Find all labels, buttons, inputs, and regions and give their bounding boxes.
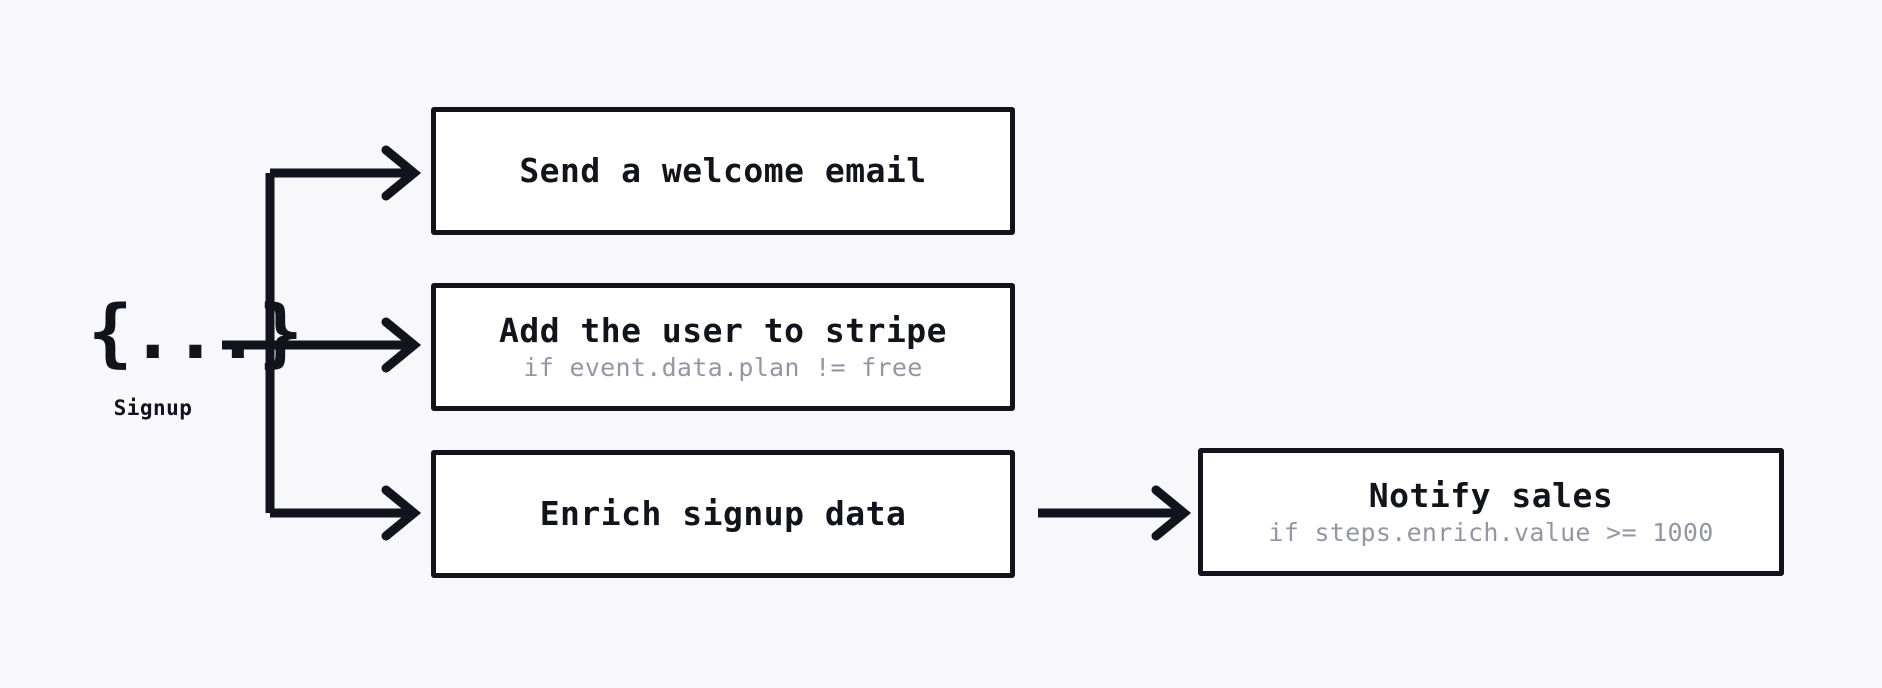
trigger-node[interactable]: {...} Signup (88, 290, 303, 420)
json-event-icon: {...} (88, 290, 303, 376)
step-title: Add the user to stripe (498, 310, 948, 350)
arrowhead-enrich (381, 485, 422, 541)
arrowhead-welcome (381, 145, 422, 201)
step-node-enrich-signup-data[interactable]: Enrich signup data (431, 450, 1015, 578)
arrowhead-stripe (381, 317, 422, 373)
step-title: Notify sales (1368, 475, 1614, 515)
trigger-label: Signup (113, 396, 193, 420)
step-node-notify-sales[interactable]: Notify sales if steps.enrich.value >= 10… (1198, 448, 1784, 576)
step-node-add-user-to-stripe[interactable]: Add the user to stripe if event.data.pla… (431, 283, 1015, 411)
step-condition: if event.data.plan != free (523, 353, 923, 383)
step-title: Enrich signup data (539, 494, 907, 534)
step-title: Send a welcome email (519, 151, 927, 191)
step-condition: if steps.enrich.value >= 1000 (1268, 518, 1714, 548)
step-node-send-welcome-email[interactable]: Send a welcome email (431, 107, 1015, 235)
arrowhead-notify (1151, 485, 1192, 541)
